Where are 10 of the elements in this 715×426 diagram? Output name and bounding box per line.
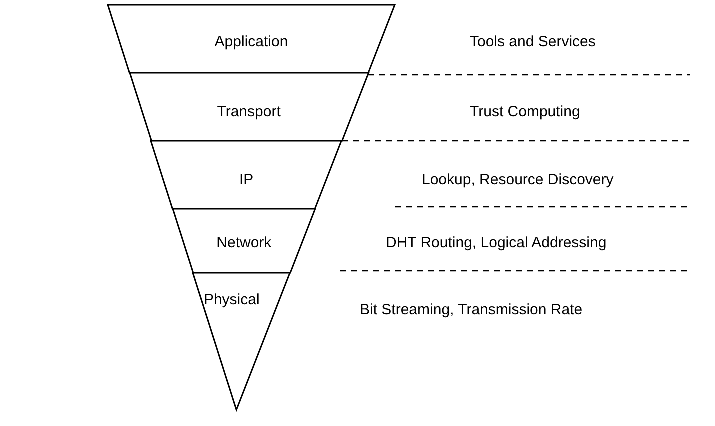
layer-description: Bit Streaming, Transmission Rate <box>360 302 583 318</box>
layer-description: Tools and Services <box>470 34 596 50</box>
layer-name: IP <box>240 172 254 188</box>
layer-name: Network <box>216 234 272 252</box>
layer-description: Lookup, Resource Discovery <box>422 172 614 188</box>
layer-description: DHT Routing, Logical Addressing <box>386 234 607 252</box>
layer-name: Transport <box>217 104 281 120</box>
layer-name: Physical <box>204 292 260 308</box>
layer-description: Trust Computing <box>470 104 580 120</box>
layer-name: Application <box>214 34 288 50</box>
